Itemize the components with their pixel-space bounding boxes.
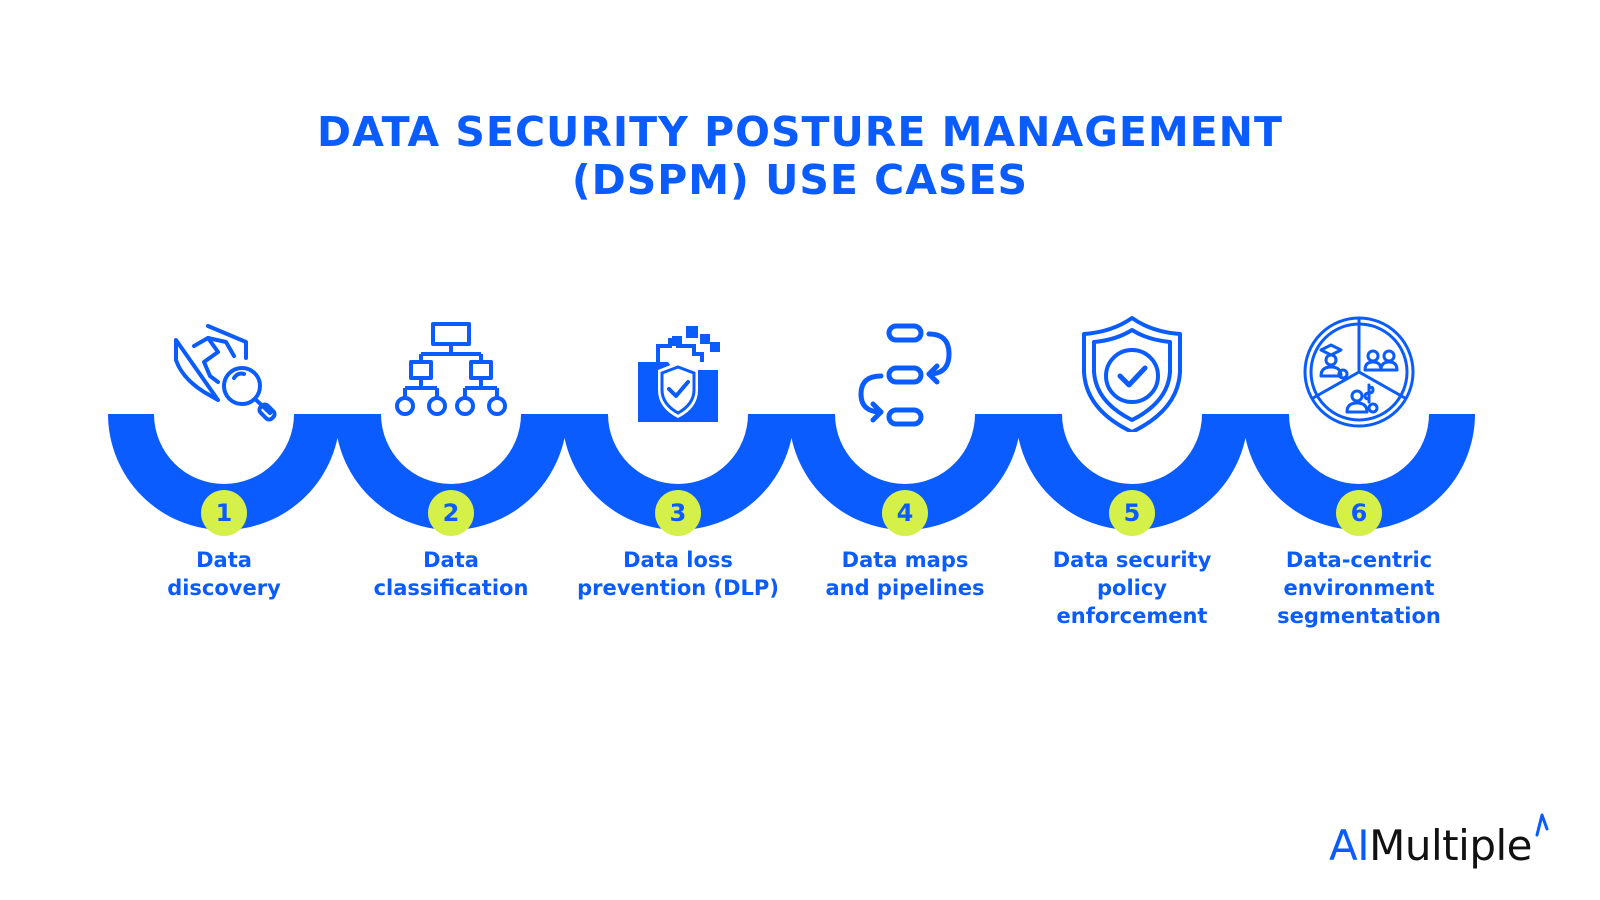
- step-label: Data maps and pipelines: [783, 546, 1027, 602]
- step-label-line: policy: [1097, 576, 1167, 600]
- step-arc: [789, 414, 1021, 530]
- step-4: 4 Data maps and pipelines: [789, 310, 1021, 640]
- shield-search-icon: [174, 324, 277, 422]
- step-label: Data loss prevention (DLP): [556, 546, 800, 602]
- step-arc: [1016, 414, 1248, 530]
- step-arc: [335, 414, 567, 530]
- step-label-line: segmentation: [1277, 604, 1441, 628]
- step-2: 2 Data classification: [335, 310, 567, 640]
- shield-check-icon: [1082, 316, 1182, 432]
- step-6: 6 Data-centric environment segmentation: [1243, 310, 1475, 640]
- step-number-badge: 4: [882, 490, 928, 536]
- step-1: 1 Data discovery: [108, 310, 340, 640]
- step-number-badge: 6: [1336, 490, 1382, 536]
- step-label: Data classification: [329, 546, 573, 602]
- step-label-line: prevention (DLP): [577, 576, 779, 600]
- step-label-line: Data security: [1052, 548, 1212, 572]
- title-line-1: DATA SECURITY POSTURE MANAGEMENT: [317, 108, 1283, 156]
- step-5: 5 Data security policy enforcement: [1016, 310, 1248, 640]
- step-number-badge: 5: [1109, 490, 1155, 536]
- step-arc: [108, 414, 340, 530]
- step-label-line: environment: [1283, 576, 1435, 600]
- step-label: Data security policy enforcement: [1010, 546, 1254, 630]
- pipeline-arrows-icon: [858, 323, 952, 427]
- step-label: Data discovery: [102, 546, 346, 602]
- use-case-steps: 1 Data discovery: [108, 310, 1508, 640]
- step-label-line: Data-centric: [1285, 548, 1433, 572]
- step-number-badge: 3: [655, 490, 701, 536]
- step-3: 3 Data loss prevention (DLP): [562, 310, 794, 640]
- step-label-line: enforcement: [1056, 604, 1208, 628]
- logo-multiple-text: Multiple: [1369, 821, 1532, 870]
- step-label-line: Data loss: [623, 548, 733, 572]
- logo-ai-text: AI: [1329, 821, 1370, 870]
- segmentation-pie-icon: [1303, 316, 1415, 428]
- step-label-line: and pipelines: [825, 576, 985, 600]
- brand-logo: AIMultiple: [1329, 813, 1549, 870]
- step-label-line: Data maps: [841, 548, 969, 572]
- step-label-line: classification: [373, 576, 529, 600]
- step-label-line: Data: [423, 548, 479, 572]
- step-arc: [1243, 414, 1475, 530]
- logo-mark-icon: [1535, 813, 1549, 837]
- step-number-badge: 2: [428, 490, 474, 536]
- step-label: Data-centric environment segmentation: [1237, 546, 1481, 630]
- hierarchy-icon: [395, 322, 507, 416]
- step-label-line: Data: [196, 548, 252, 572]
- folder-shield-icon: [638, 326, 720, 422]
- step-label-line: discovery: [167, 576, 281, 600]
- title-line-2: (DSPM) USE CASES: [571, 156, 1029, 204]
- step-arc: [562, 414, 794, 530]
- page-title: DATA SECURITY POSTURE MANAGEMENT (DSPM) …: [0, 108, 1600, 204]
- step-number-badge: 1: [201, 490, 247, 536]
